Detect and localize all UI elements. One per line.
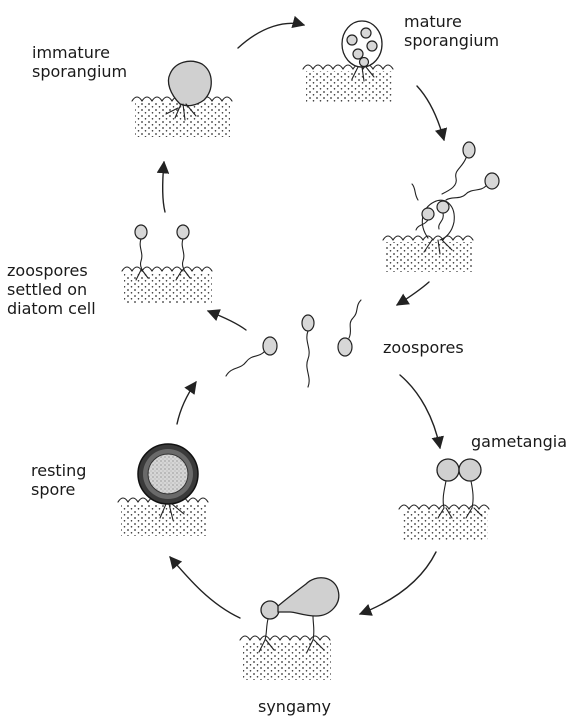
free-zoospores-figure xyxy=(226,300,361,387)
label-immature-sporangium: immature sporangium xyxy=(32,43,127,81)
free-zoospore xyxy=(338,338,352,356)
arrow-immature-to-mature xyxy=(238,23,304,48)
diatom-cell-surface xyxy=(240,636,330,640)
label-syngamy: syngamy xyxy=(258,697,331,716)
diatom-cell-stipple xyxy=(386,242,472,272)
free-zoospore-flagellum xyxy=(307,331,309,387)
label-mature-sporangium: mature sporangium xyxy=(404,12,499,50)
free-zoospore xyxy=(485,173,499,189)
arrow-gametangia-to-syngamy xyxy=(360,552,436,614)
arrow-zoospores-to-gametangia xyxy=(400,375,440,448)
settled-zoospore xyxy=(135,225,147,239)
resting-spore-content xyxy=(148,454,188,494)
zoospore-in-sporangium xyxy=(347,35,357,45)
diatom-cell-stipple xyxy=(402,511,488,541)
label-resting-spore: resting spore xyxy=(31,461,86,499)
gametangia-figure xyxy=(399,459,489,541)
resting-spore-figure xyxy=(118,444,208,536)
zoospore-in-sporangium xyxy=(353,49,363,59)
diatom-cell-surface xyxy=(122,267,212,271)
escaping-zoospore xyxy=(422,208,434,220)
escaping-zoospore xyxy=(437,201,449,213)
zoospore-in-sporangium xyxy=(360,58,369,67)
zoospore-in-sporangium xyxy=(367,41,377,51)
settled-zoospore-flagellum xyxy=(140,239,142,271)
gametangium-stalk xyxy=(443,481,473,508)
free-zoospore xyxy=(302,315,314,331)
arrow-resting-to-zoospores xyxy=(177,382,196,424)
label-zoospores-settled: zoospores settled on diatom cell xyxy=(7,261,96,318)
diatom-cell-surface xyxy=(303,65,393,69)
label-gametangia: gametangia xyxy=(471,432,567,451)
arrow-zoospores-to-settled xyxy=(208,311,246,330)
settled-zoospores-figure xyxy=(122,225,212,303)
arrow-release-to-zoospores xyxy=(397,282,429,305)
free-flagellum xyxy=(412,184,418,200)
label-zoospores: zoospores xyxy=(383,338,464,357)
arrow-syngamy-to-resting xyxy=(170,557,240,618)
diatom-cell-stipple xyxy=(243,642,331,680)
arrow-settled-to-immature xyxy=(163,162,165,212)
gametangium xyxy=(437,459,459,481)
immature-sporangium-figure xyxy=(132,61,232,137)
free-zoospore-flagellum xyxy=(442,158,466,194)
free-zoospore xyxy=(263,337,277,355)
syngamy-figure xyxy=(240,578,339,680)
gametangium xyxy=(459,459,481,481)
zygote xyxy=(278,578,339,616)
free-zoospore-flagellum xyxy=(349,300,361,338)
mature-sporangium-figure xyxy=(303,21,393,103)
zoospore-in-sporangium xyxy=(361,28,371,38)
free-zoospore-flagellum xyxy=(226,352,264,376)
arrow-mature-to-release xyxy=(417,86,444,140)
diatom-cell-stipple xyxy=(135,103,230,137)
diatom-cell-stipple xyxy=(306,71,392,103)
free-zoospore xyxy=(463,142,475,158)
zoospore-release-figure xyxy=(383,142,499,272)
sporangium-body xyxy=(168,61,211,105)
fusing-gametangium xyxy=(261,601,279,619)
settled-zoospore-flagellum xyxy=(182,239,184,271)
settled-zoospore xyxy=(177,225,189,239)
